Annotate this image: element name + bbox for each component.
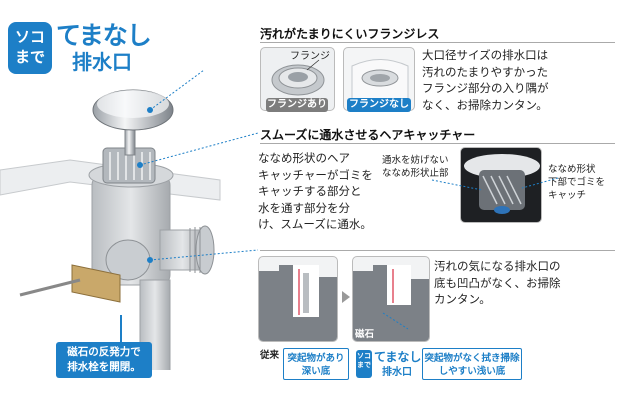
hair-catcher-label-right-line1: ななめ形状	[548, 164, 596, 175]
hair-catcher-label-left: 通水を妨げない ななめ形状止部	[382, 154, 449, 180]
hair-catcher-label-right-line2: 下部でゴミを	[548, 177, 606, 188]
conventional-label: 従来	[260, 350, 280, 361]
section1-body-line4: なく、お掃除カンタン。	[422, 97, 548, 112]
section1-title: 汚れがたまりにくいフランジレス	[260, 27, 440, 41]
hair-catcher-label-left-line2: ななめ形状止部	[382, 168, 449, 179]
bottom-compare-new-image	[353, 265, 429, 341]
logo-sub-text: 排水口	[72, 50, 132, 74]
section2-body-line1: ななめ形状のヘア	[258, 151, 350, 165]
magnet-leader-line	[120, 315, 122, 345]
section3-body: 汚れの気になる排水口の 底も凹凸がなく、お掃除 カンタン。	[434, 258, 619, 308]
callout-old-bottom: 突起物があり 深い底	[283, 348, 349, 380]
callout-old-line1: 突起物があり	[287, 353, 345, 364]
hair-catcher-photo-image	[464, 154, 540, 214]
small-logo-badge-line1: ソコ	[357, 352, 371, 360]
callout-old-line2: 深い底	[301, 366, 331, 377]
section2-title: スムーズに通水させるヘアキャッチャー	[260, 128, 476, 142]
section3-body-line3: カンタン。	[434, 292, 491, 306]
section1-body-line2: 汚れのたまりやすかった	[422, 64, 549, 79]
hair-catcher-label-left-line1: 通水を妨げない	[382, 155, 449, 166]
section2-body-line4: 水を通す部分を分	[258, 200, 350, 215]
hair-catcher-photo	[460, 147, 542, 223]
logo-badge-line2: まで	[14, 48, 45, 66]
section1-body: 大口径サイズの排水口は 汚れのたまりやすかった フランジ部分の入り隅が なく、お…	[422, 47, 617, 113]
tag-without-flange: フランジなし	[347, 98, 411, 112]
arrow-right-icon	[342, 291, 350, 303]
callout-new-line2: しやすい浅い底	[438, 366, 506, 377]
section1-body-line1: 大口径サイズの排水口は	[422, 48, 549, 62]
section2-body: ななめ形状のヘア キャッチャーがゴミを キャッチする部分と 水を通す部分を分 け…	[258, 150, 376, 233]
section2-rule	[260, 143, 615, 144]
section3-body-line2: 底も凹凸がなく、お掃除	[434, 275, 561, 290]
magnet-note: 磁石の反発力で 排水栓を開閉。	[56, 342, 152, 378]
bottom-compare-new	[352, 256, 430, 342]
callout-new-bottom: 突起物がなく拭き掃除 しやすい浅い底	[422, 348, 522, 380]
section1-rule	[260, 42, 615, 43]
section2-body-line3: キャッチする部分と	[258, 184, 362, 198]
magnet-note-line2: 排水栓を開閉。	[67, 361, 141, 373]
tag-with-flange: フランジあり	[266, 98, 328, 112]
flange-label: フランジ	[290, 51, 330, 62]
flange-photo-with-image	[271, 59, 325, 96]
section2-body-line5: け、スムーズに通水。	[258, 217, 372, 231]
magnet-note-line1: 磁石の反発力で	[67, 346, 141, 358]
hair-catcher-label-right: ななめ形状 下部でゴミを キャッチ	[548, 163, 605, 202]
magnet-label: 磁石	[355, 329, 375, 340]
hair-catcher-label-right-line3: キャッチ	[548, 190, 587, 201]
logo-main-text: てまなし	[56, 21, 152, 50]
logo-badge-line1: ソコ	[14, 28, 45, 46]
small-logo-main: てまなし	[374, 350, 422, 364]
callout-new-line1: 突起物がなく拭き掃除	[424, 353, 520, 364]
section1-body-line3: フランジ部分の入り隅が	[422, 81, 549, 95]
small-logo-badge-line2: まで	[357, 361, 371, 369]
hair-catcher-leaders	[431, 177, 559, 191]
section2-body-line2: キャッチャーがゴミを	[258, 167, 373, 182]
small-logo-badge: ソコ まで	[356, 350, 372, 378]
small-logo-sub: 排水口	[382, 367, 412, 378]
bottom-compare-old-image	[259, 265, 337, 341]
drain-illustration	[0, 70, 259, 370]
flange-photo-without-image	[351, 59, 409, 107]
section3-body-line1: 汚れの気になる排水口の	[434, 259, 561, 273]
bottom-compare-old	[258, 256, 338, 342]
section3-rule	[260, 250, 615, 251]
logo-badge: ソコ まで	[8, 22, 52, 74]
